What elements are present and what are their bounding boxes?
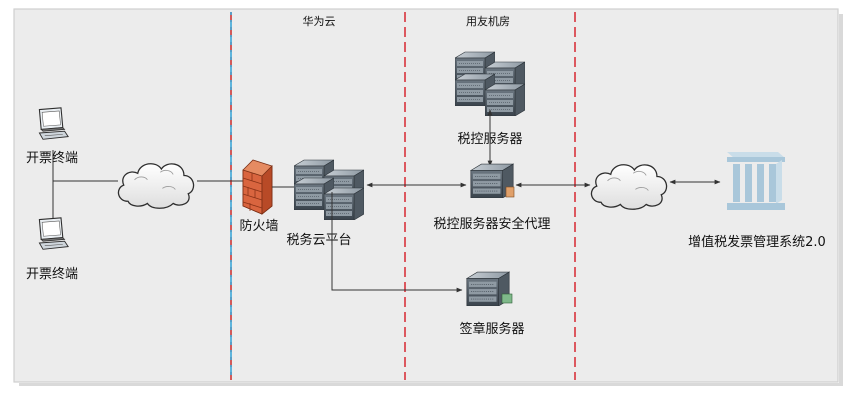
- government-building-icon: [727, 152, 785, 210]
- zone-label-huawei-cloud: 华为云: [303, 14, 336, 28]
- diagram-frame-shadow-bottom: [19, 383, 843, 386]
- tax-cloud-platform-label: 税务云平台: [286, 232, 351, 248]
- firewall: 防火墙: [239, 159, 279, 234]
- vat-system-label: 增值税发票管理系统2.0: [688, 234, 826, 250]
- terminal-top-label: 开票终端: [26, 150, 78, 166]
- seal-indicator: [501, 293, 513, 304]
- zone-label-yonyou-room: 用友机房: [466, 14, 510, 28]
- rack-server-icon: [324, 187, 364, 220]
- terminal-top: 开票终端: [26, 107, 78, 166]
- proxy-indicator: [505, 186, 515, 198]
- brick-firewall-icon: [242, 159, 273, 215]
- terminal-bottom-label: 开票终端: [26, 266, 78, 282]
- tax-cloud-to-seal-line: [331, 192, 463, 293]
- rack-server-icon: [485, 83, 525, 116]
- tax-cloud-platform: 税务云平台: [286, 159, 364, 248]
- seal-server-label: 签章服务器: [459, 321, 524, 337]
- diagram-frame-shadow: [839, 14, 843, 386]
- firewall-label: 防火墙: [239, 218, 278, 234]
- tax-proxy: 税控服务器安全代理: [433, 163, 551, 232]
- terminal-bottom: 开票终端: [26, 217, 78, 282]
- vat-system: 增值税发票管理系统2.0: [688, 152, 826, 250]
- seal-server: 签章服务器: [459, 271, 525, 337]
- tax-proxy-label: 税控服务器安全代理: [433, 216, 550, 232]
